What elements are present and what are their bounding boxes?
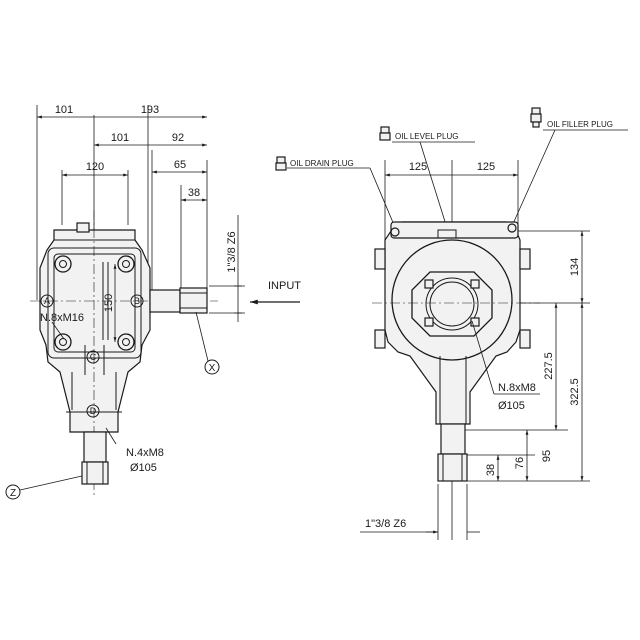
dim-92: 92 bbox=[172, 132, 184, 144]
label-oil-drain-plug: OIL DRAIN PLUG bbox=[290, 159, 354, 168]
flange-bolt bbox=[424, 317, 434, 327]
dim-shaft-x: 1"3/8 Z6 bbox=[226, 231, 238, 272]
filler-plug-icon bbox=[530, 107, 542, 128]
dim-150: 150 bbox=[103, 294, 115, 312]
dim-95: 95 bbox=[541, 450, 553, 462]
output-shaft-hub bbox=[83, 431, 107, 463]
dim-101-mid: 101 bbox=[111, 132, 129, 144]
marker-a: A bbox=[44, 296, 50, 306]
marker-d: D bbox=[90, 406, 97, 416]
side-housing bbox=[39, 229, 151, 433]
input-shaft bbox=[179, 287, 208, 314]
dim-125-left: 125 bbox=[409, 161, 427, 173]
side-view bbox=[5, 105, 300, 500]
dim-125-right: 125 bbox=[477, 161, 495, 173]
callout-pcd-flange: Ø105 bbox=[498, 400, 525, 412]
dim-193: 193 bbox=[141, 104, 159, 116]
dim-38-front: 38 bbox=[485, 464, 497, 476]
label-oil-level-plug: OIL LEVEL PLUG bbox=[395, 132, 458, 141]
front-output-shaft bbox=[437, 453, 468, 482]
flange-plate bbox=[411, 271, 493, 337]
dim-65: 65 bbox=[174, 159, 186, 171]
marker-z: Z bbox=[10, 488, 16, 499]
drain-plug-icon bbox=[275, 156, 287, 171]
flange-bolt bbox=[470, 317, 480, 327]
flange-bolt bbox=[470, 279, 480, 289]
dim-101-top: 101 bbox=[55, 104, 73, 116]
dim-134: 134 bbox=[569, 258, 581, 276]
front-output-hub bbox=[440, 423, 466, 455]
flange-bolt bbox=[424, 279, 434, 289]
marker-x: X bbox=[209, 363, 216, 374]
top-plug bbox=[76, 222, 90, 233]
callout-bolts-side: N.8xM16 bbox=[40, 312, 84, 324]
input-shaft-hub bbox=[149, 289, 181, 313]
marker-b: B bbox=[134, 296, 140, 306]
callout-bolts-flange: N.8xM8 bbox=[498, 382, 536, 394]
level-plug-icon bbox=[379, 126, 391, 141]
dim-38-side: 38 bbox=[188, 187, 200, 199]
dim-76: 76 bbox=[514, 457, 526, 469]
dim-227-5: 227.5 bbox=[543, 352, 555, 380]
label-oil-filler-plug: OIL FILLER PLUG bbox=[547, 120, 613, 129]
front-view bbox=[275, 107, 628, 540]
marker-c: C bbox=[90, 352, 97, 362]
output-shaft bbox=[81, 461, 109, 485]
callout-bolts-bottom: N.4xM8 bbox=[126, 447, 164, 459]
input-label: INPUT bbox=[268, 280, 301, 292]
dim-322-5: 322.5 bbox=[569, 378, 581, 406]
callout-pcd-bottom: Ø105 bbox=[130, 462, 157, 474]
dim-shaft-z: 1"3/8 Z6 bbox=[365, 518, 406, 530]
dim-120: 120 bbox=[86, 161, 104, 173]
